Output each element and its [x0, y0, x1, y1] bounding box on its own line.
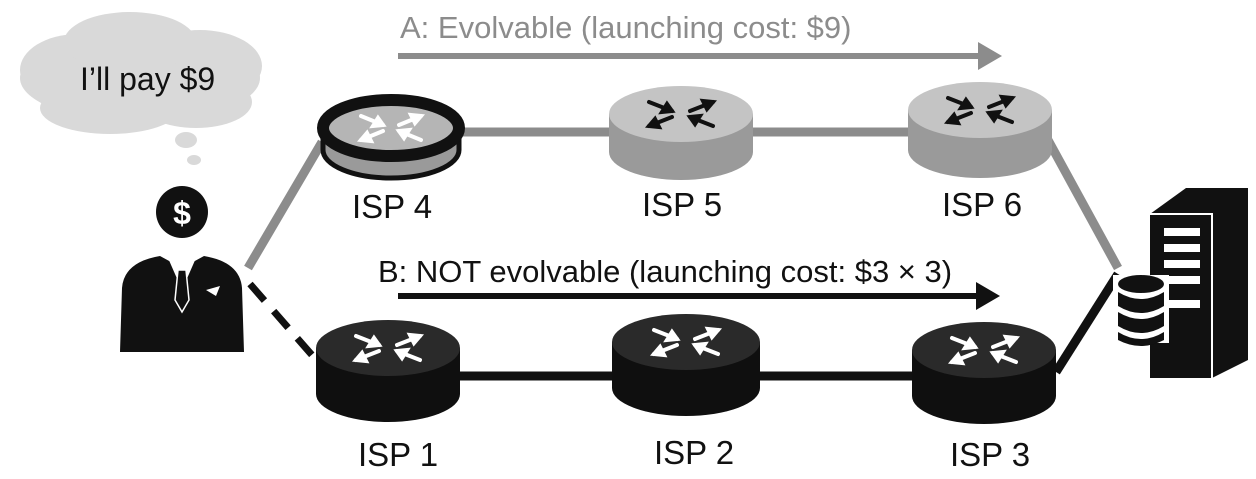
- link-user-isp4: [244, 139, 326, 271]
- label-isp1: ISP 1: [358, 436, 438, 473]
- label-isp2: ISP 2: [654, 434, 734, 471]
- server-icon: [1150, 188, 1248, 378]
- link-isp3-server: [1052, 271, 1122, 375]
- label-isp4: ISP 4: [352, 188, 432, 225]
- router-isp1: [316, 320, 460, 422]
- label-isp3: ISP 3: [950, 436, 1030, 473]
- label-isp5: ISP 5: [642, 186, 722, 223]
- router-isp4: [317, 94, 465, 181]
- router-icon: [356, 112, 426, 144]
- router-isp2: [612, 314, 760, 416]
- link-isp6-server: [1044, 137, 1122, 271]
- path-b-label: B: NOT evolvable (launching cost: $3 × 3…: [378, 254, 952, 289]
- database-icon: [1113, 275, 1169, 346]
- router-isp3: [912, 322, 1056, 424]
- router-icon: [649, 326, 723, 358]
- thought-bubble: I’ll pay $9: [20, 12, 262, 165]
- router-icon: [644, 98, 718, 130]
- dollar-badge: $: [173, 195, 191, 231]
- router-isp5: [609, 86, 753, 180]
- bubble-text: I’ll pay $9: [80, 61, 215, 97]
- label-isp6: ISP 6: [942, 186, 1022, 223]
- path-a-label: A: Evolvable (launching cost: $9): [400, 10, 851, 45]
- links: [244, 127, 1122, 381]
- businessman-icon: $: [120, 186, 244, 352]
- router-icon: [943, 94, 1017, 126]
- router-icon: [947, 334, 1021, 366]
- path-a-arrow: [398, 42, 1002, 70]
- router-icon: [351, 332, 425, 364]
- link-user-isp1: [247, 281, 321, 365]
- path-b-arrow: [398, 282, 1000, 310]
- router-isp6: [908, 82, 1052, 178]
